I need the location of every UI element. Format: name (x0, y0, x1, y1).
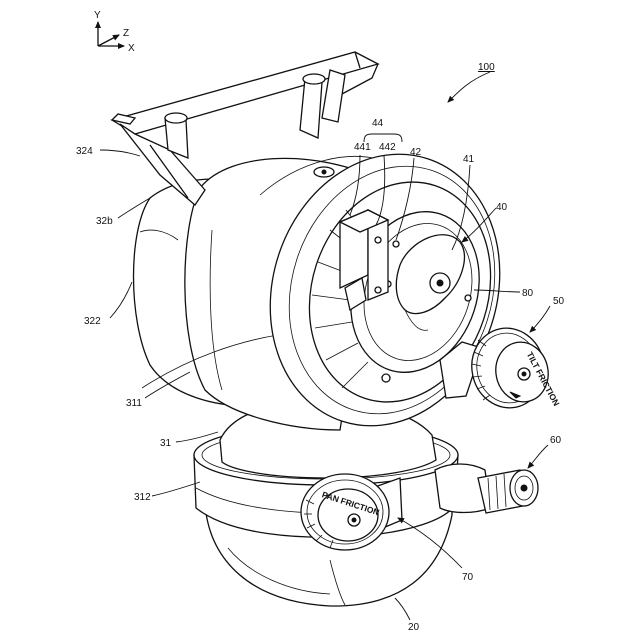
label-41: 41 (463, 154, 475, 165)
label-442: 442 (379, 142, 396, 153)
label-322: 322 (84, 316, 101, 327)
label-324: 324 (76, 146, 93, 157)
label-40: 40 (496, 202, 508, 213)
label-100: 100 (478, 62, 495, 73)
label-31: 31 (160, 438, 172, 449)
label-20: 20 (408, 622, 420, 633)
label-50: 50 (553, 296, 565, 307)
axis-z-label: Z (123, 28, 129, 39)
label-60: 60 (550, 435, 562, 446)
axis-x-label: X (128, 43, 135, 54)
label-311: 311 (126, 398, 142, 409)
label-42: 42 (410, 147, 422, 158)
label-80: 80 (522, 288, 534, 299)
label-70: 70 (462, 572, 474, 583)
label-312: 312 (134, 492, 151, 503)
axis-y-label: Y (94, 10, 101, 21)
adjuster-knob (435, 464, 538, 513)
label-441: 441 (354, 142, 371, 153)
label-32b: 32b (96, 216, 113, 227)
axis-indicator: Y Z X (94, 10, 135, 54)
label-44: 44 (372, 118, 384, 129)
